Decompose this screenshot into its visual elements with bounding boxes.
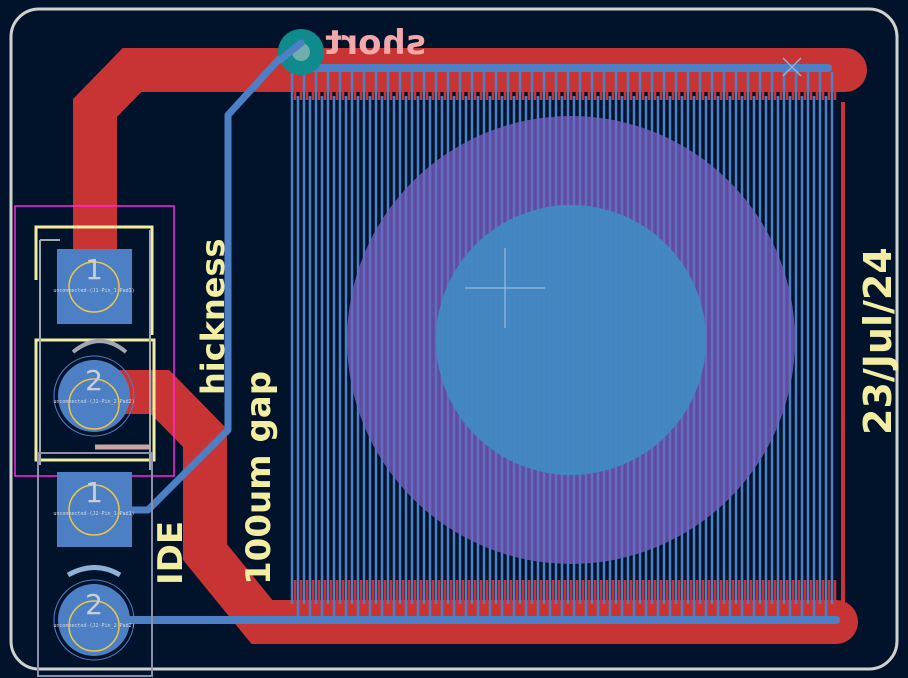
connector-j2-pad-2[interactable]: 2 unconnected-(J2-Pin_2-Pad2) [53, 579, 135, 661]
connector-j1-pad-1[interactable]: 1 unconnected-(J1-Pin_1-Pad1) [53, 249, 135, 324]
connector-j1-pad-2[interactable]: 2 unconnected-(J1-Pin_2-Pad2) [53, 355, 135, 437]
origin-crosshair [465, 248, 545, 328]
marker-x-icon [782, 57, 802, 77]
electrode-inner-disc [436, 205, 706, 475]
pad-net-name: unconnected-(J1-Pin_2-Pad2) [53, 399, 134, 405]
silk-label-date: 23/Jul/24 [856, 247, 900, 435]
silk-label-ide: IDE [151, 521, 191, 585]
pad-net-name: unconnected-(J1-Pin_1-Pad1) [53, 288, 134, 294]
board-edge-outline [9, 7, 899, 671]
silk-label-gap: 100um gap [239, 371, 279, 585]
front-copper-comb-stubs [293, 86, 837, 602]
pad-net-name: unconnected-(J2-Pin_2-Pad2) [53, 623, 134, 629]
pad-number: 1 [85, 476, 103, 509]
connector-j2-pad-1[interactable]: 1 unconnected-(J2-Pin_1-Pad1) [53, 472, 135, 547]
pad-net-name: unconnected-(J2-Pin_1-Pad1) [53, 511, 134, 517]
silk-label-thickness: hickness [194, 238, 232, 395]
back-silk-label-short: short [325, 23, 426, 63]
pad-number: 2 [85, 364, 103, 397]
pad-number: 1 [85, 253, 103, 286]
pad-number: 2 [85, 588, 103, 621]
back-copper-comb-overlay [290, 72, 834, 618]
connector-j2-fab-outline [37, 452, 153, 677]
connector-j1-silk-outline [34, 225, 154, 335]
